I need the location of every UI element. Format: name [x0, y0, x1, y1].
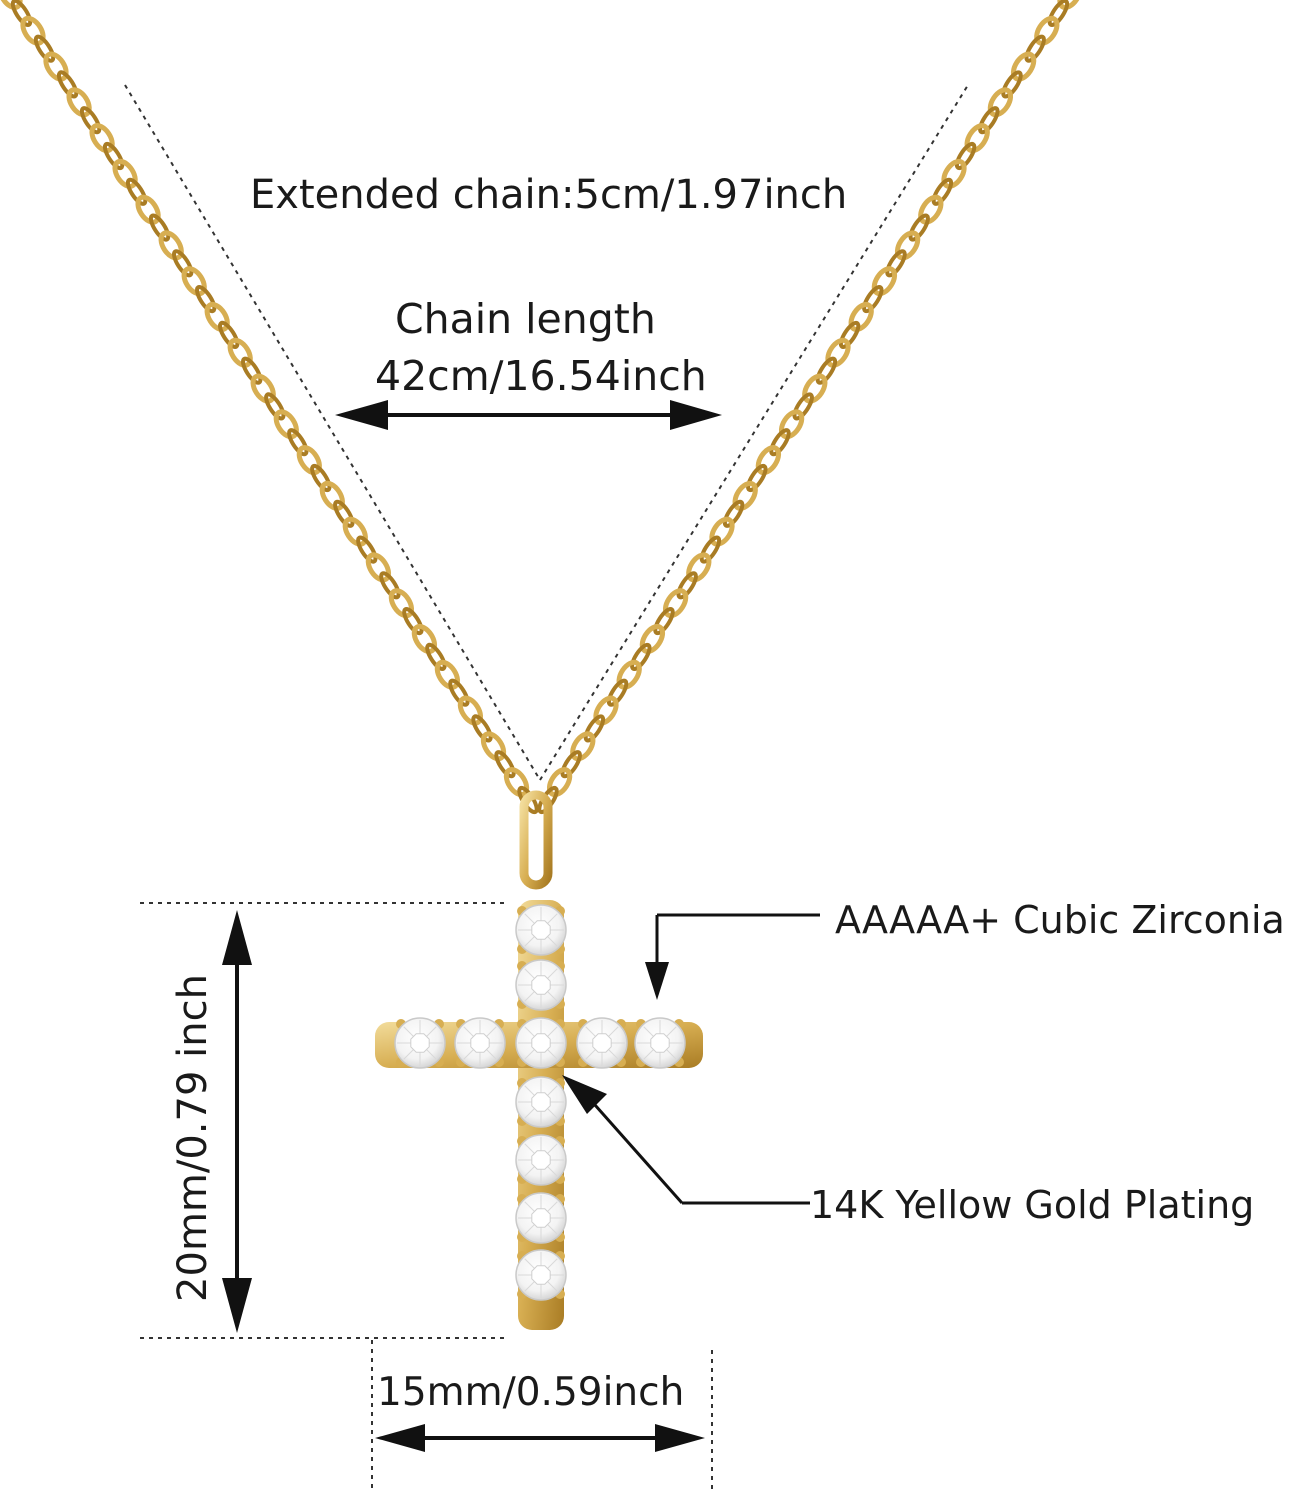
cross-pendant	[375, 900, 703, 1330]
chain-right	[537, 0, 1083, 815]
chain-length-title: Chain length	[395, 295, 656, 343]
chain-length-value: 42cm/16.54inch	[375, 352, 707, 400]
plating-callout-pointer	[562, 1075, 810, 1205]
chain-length-guide	[124, 84, 969, 781]
chain-length-arrow	[335, 400, 722, 430]
stone-callout-label: AAAAA+ Cubic Zirconia	[835, 898, 1285, 942]
height-dimension	[140, 902, 505, 1339]
stone-callout-pointer	[645, 913, 820, 1000]
pendant-height-label: 20mm/0.79 inch	[170, 974, 216, 1302]
plating-callout-label: 14K Yellow Gold Plating	[810, 1183, 1255, 1227]
width-dimension	[371, 1340, 713, 1490]
pendant-width-label: 15mm/0.59inch	[377, 1370, 685, 1415]
extended-chain-label: Extended chain:5cm/1.97inch	[250, 172, 848, 218]
pendant-bail	[519, 790, 553, 890]
zirconia-stones	[394, 904, 686, 1301]
chain-left	[0, 0, 539, 815]
